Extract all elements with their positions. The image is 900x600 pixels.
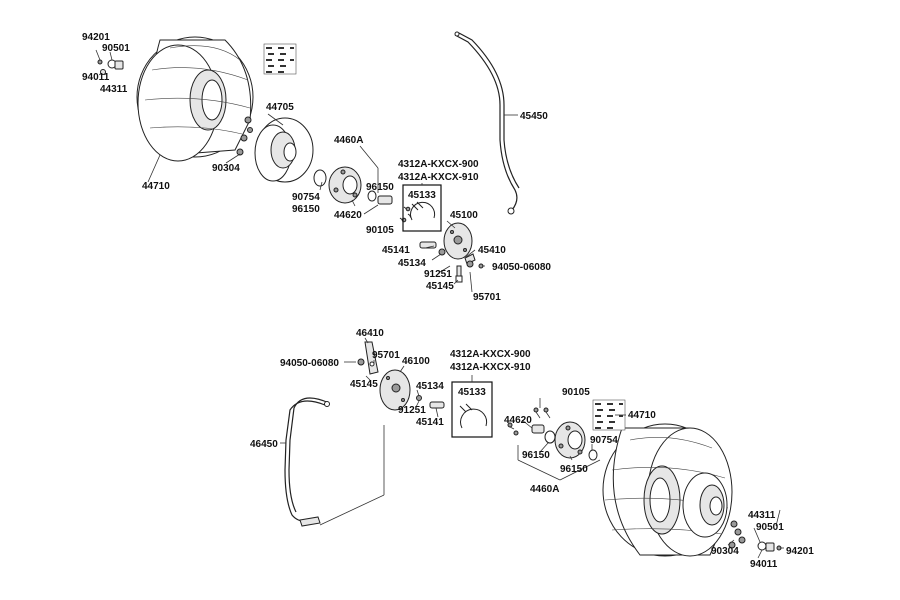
bottom-brake-cable [284,397,330,527]
label-91251-bottom: 91251 [398,405,426,416]
label-44705-top: 44705 [266,102,294,113]
label-91251-top: 91251 [424,269,452,280]
label-96150b-bottom: 96150 [560,464,588,475]
label-kit910-bottom: 4312A-KXCX-910 [450,362,531,373]
top-brake-shoe-box [402,184,442,232]
label-45410-top: 45410 [478,245,506,256]
bottom-hub [531,421,598,461]
label-95701-top: 95701 [473,292,501,303]
label-90501-top: 90501 [102,43,130,54]
top-lug-hardware [95,49,124,75]
bottom-bolts-90105 [507,407,551,436]
label-45145-bottom: 45145 [350,379,378,390]
label-45134-bottom: 45134 [416,381,444,392]
label-45133-bottom: 45133 [458,387,486,398]
label-94011-bottom: 94011 [750,559,778,570]
top-brake-cable [454,31,520,215]
label-90304-bottom: 90304 [711,546,739,557]
label-94201-bottom: 94201 [786,546,814,557]
label-46410-bottom: 46410 [356,328,384,339]
label-45141-top: 45141 [382,245,410,256]
top-brake-plate [419,222,473,260]
label-kit910-top: 4312A-KXCX-910 [398,172,479,183]
label-46100-bottom: 46100 [402,356,430,367]
label-46450-bottom: 46450 [250,439,278,450]
label-94050-top: 94050-06080 [492,262,551,273]
bottom-brake-shoe-box [451,381,493,438]
bottom-lug-hardware [728,520,782,552]
label-45145-top: 45145 [426,281,454,292]
label-44620-top: 44620 [334,210,362,221]
label-90754-top: 90754 [292,192,320,203]
label-96150a-top: 96150 [366,182,394,193]
top-hub [313,166,393,205]
label-45133-top: 45133 [408,190,436,201]
top-assembly: 94201 90501 94011 44311 44705 4460A 9030… [82,31,551,303]
label-44311-top: 44311 [100,84,128,95]
bottom-brake-plate [379,369,445,411]
top-leader-lines [147,113,518,293]
top-tread-pattern-icon [263,43,297,75]
label-95701-bottom: 95701 [372,350,400,361]
label-96150b-top: 96150 [292,204,320,215]
bottom-assembly: 46410 94050-06080 95701 46100 4312A-KXCX… [250,328,814,570]
label-4460A-bottom: 4460A [530,484,559,495]
top-rim [236,116,314,183]
label-94050-bottom: 94050-06080 [280,358,339,369]
label-94201-top: 94201 [82,32,110,43]
label-kit900-bottom: 4312A-KXCX-900 [450,349,531,360]
label-45100-top: 45100 [450,210,478,221]
label-4460A-top: 4460A [334,135,363,146]
label-90304-top: 90304 [212,163,240,174]
label-94011-top: 94011 [82,72,110,83]
label-90754-bottom: 90754 [590,435,618,446]
label-45141-bottom: 45141 [416,417,444,428]
bottom-leader-lines [280,337,784,559]
label-44710-top: 44710 [142,181,170,192]
label-44620-bottom: 44620 [504,415,532,426]
label-90501-bottom: 90501 [756,522,784,533]
bottom-rim [682,472,728,538]
bottom-brake-arm [357,341,379,375]
label-90105-bottom: 90105 [562,387,590,398]
label-44311-bottom: 44311 [748,510,776,521]
label-44710-bottom: 44710 [628,410,656,421]
label-45134-top: 45134 [398,258,426,269]
label-45450-top: 45450 [520,111,548,122]
top-tire [136,36,254,162]
label-90105-top: 90105 [366,225,394,236]
label-kit900-top: 4312A-KXCX-900 [398,159,479,170]
label-96150a-bottom: 96150 [522,450,550,461]
